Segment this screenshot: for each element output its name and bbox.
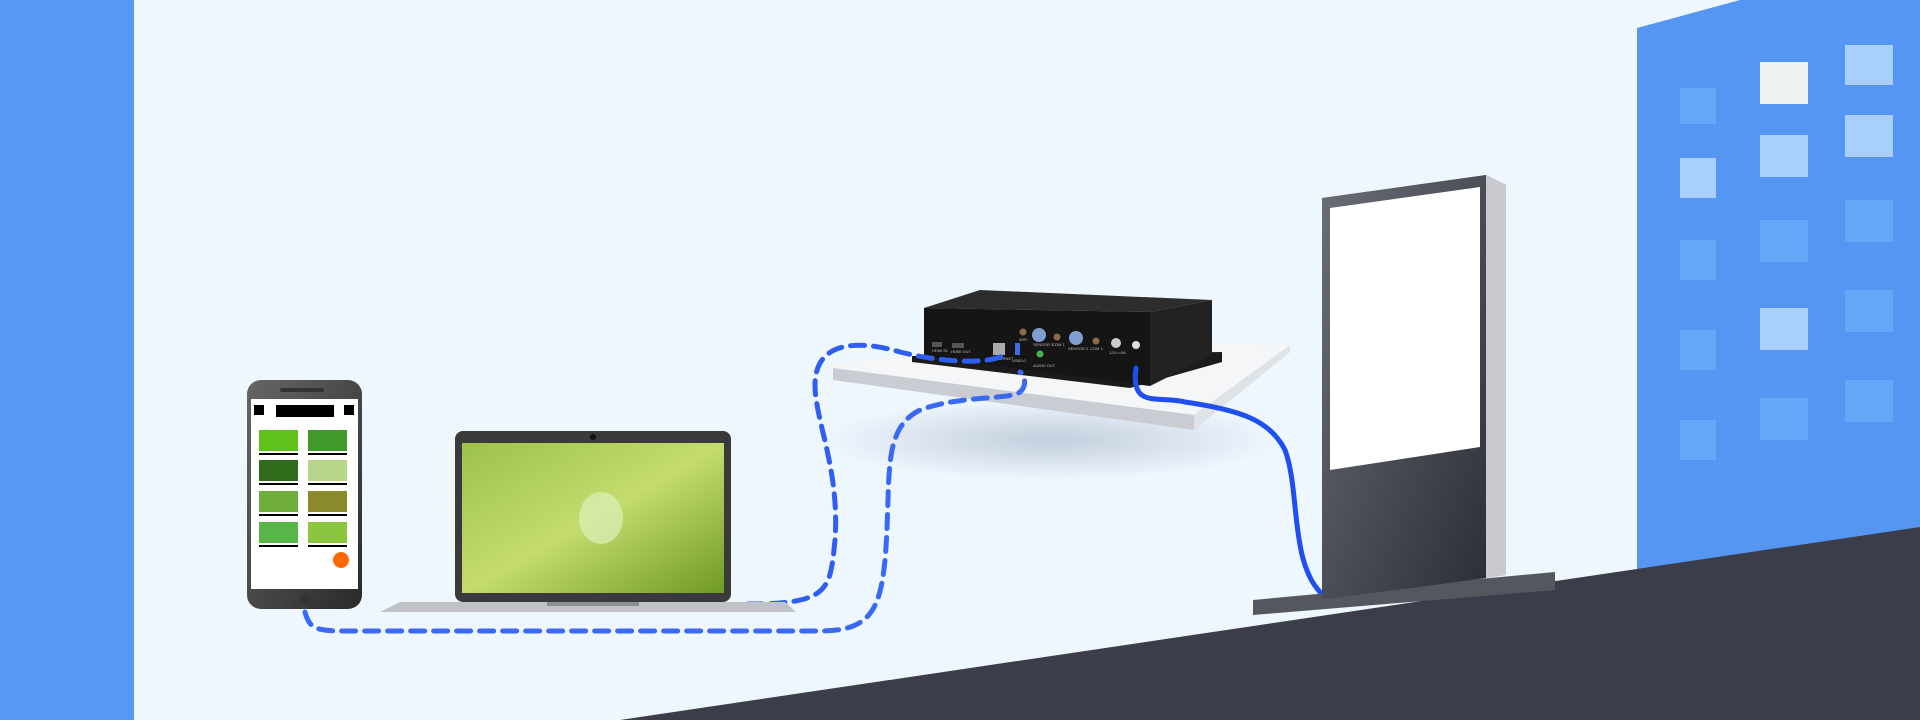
port-com-1: COM 1 [1052, 333, 1065, 347]
svg-text:SENSOR 2: SENSOR 2 [1068, 346, 1089, 351]
svg-text:USB3.0: USB3.0 [1012, 358, 1027, 363]
svg-text:ETHERNET: ETHERNET [992, 356, 1014, 361]
cable-power [1132, 365, 1323, 595]
smartphone [247, 380, 362, 609]
svg-text:WIFI: WIFI [1019, 337, 1027, 342]
port-audio-out: AUDIO OUT [1033, 350, 1056, 368]
svg-text:COM 1: COM 1 [1052, 342, 1065, 347]
port-power: 12V==5A [1109, 338, 1140, 355]
port-usb: USB3.0 [1012, 343, 1027, 363]
cables [302, 342, 1323, 634]
svg-text:HDMI IN: HDMI IN [932, 348, 947, 353]
port-hdmi-out: HDMI OUT [951, 343, 971, 354]
image-grid [259, 430, 347, 547]
svg-text:HDMI OUT: HDMI OUT [951, 349, 971, 354]
laptop [380, 431, 796, 612]
port-hdmi-in: HDMI IN [932, 342, 947, 353]
svg-text:SENSOR 1: SENSOR 1 [1033, 342, 1054, 347]
svg-text:12V==5A: 12V==5A [1109, 350, 1126, 355]
home-button [300, 594, 310, 604]
port-sensor-1: SENSOR 1 [1032, 328, 1054, 347]
floating-action-button [333, 552, 349, 568]
left-side-panel [0, 0, 134, 720]
port-com-2: COM 2 [1090, 337, 1103, 351]
port-wifi: WIFI [1019, 328, 1027, 342]
water-drop [579, 492, 623, 544]
svg-text:COM 2: COM 2 [1090, 346, 1103, 351]
cable-phone [302, 369, 1028, 634]
ground [620, 527, 1920, 720]
webcam-icon [590, 434, 596, 440]
kiosk-display [1253, 175, 1555, 615]
svg-text:AUDIO OUT: AUDIO OUT [1033, 363, 1056, 368]
port-ethernet: ETHERNET [992, 343, 1014, 361]
port-sensor-2: SENSOR 2 [1068, 331, 1089, 351]
cable-laptop [745, 342, 1008, 607]
